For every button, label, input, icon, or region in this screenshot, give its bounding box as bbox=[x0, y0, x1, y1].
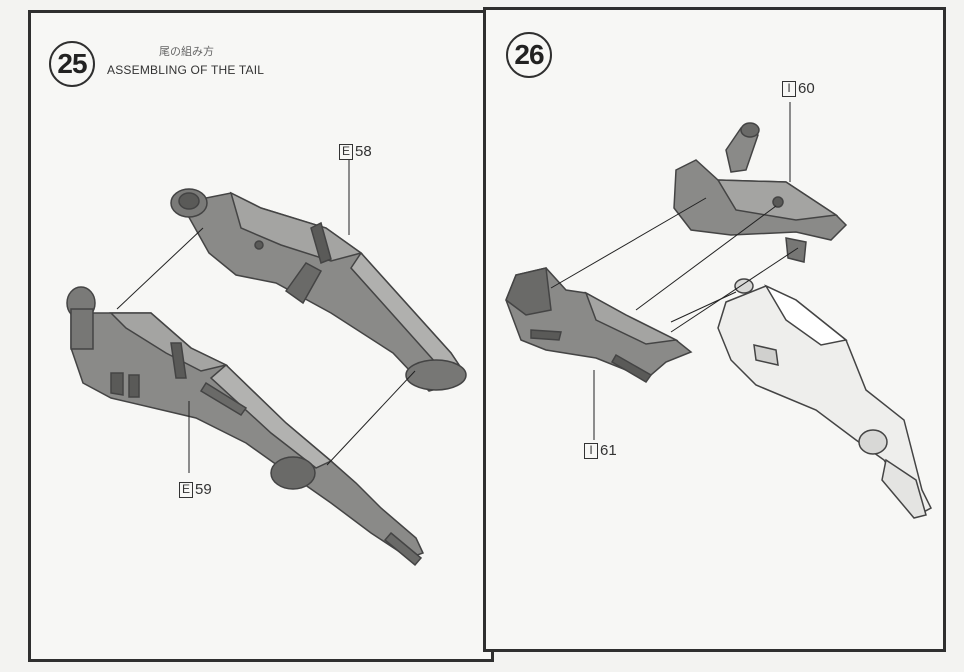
step-26-panel: 26 bbox=[483, 7, 946, 652]
tail-assembly-illustration bbox=[66, 159, 467, 567]
assembly-guide-lines bbox=[550, 102, 799, 440]
runner-letter: I bbox=[584, 442, 598, 459]
part-number: 59 bbox=[195, 481, 212, 498]
runner-letter: I bbox=[782, 80, 796, 97]
step-number-badge: 26 bbox=[506, 32, 552, 78]
step-25-panel: 25 尾の組み方 ASSEMBLING OF THE TAIL bbox=[28, 10, 494, 662]
runner-letter: E bbox=[339, 143, 353, 160]
assembled-tail-shape bbox=[717, 278, 932, 519]
part-i61-shape bbox=[505, 267, 693, 383]
part-number: 61 bbox=[600, 442, 617, 459]
part-label-e59: E 59 bbox=[179, 481, 212, 498]
step-number-badge: 25 bbox=[49, 41, 95, 87]
part-label-i61: I 61 bbox=[584, 442, 617, 459]
part-e58-shape bbox=[170, 188, 467, 392]
runner-letter: E bbox=[179, 481, 193, 498]
step-title-japanese: 尾の組み方 bbox=[159, 45, 214, 58]
assembly-guide-lines bbox=[116, 159, 416, 473]
part-number: 58 bbox=[355, 143, 372, 160]
tail-joint-illustration bbox=[505, 102, 932, 519]
step-title: ASSEMBLING OF THE TAIL bbox=[107, 63, 265, 77]
part-e59-shape bbox=[66, 286, 425, 567]
part-number: 60 bbox=[798, 80, 815, 97]
part-label-e58: E 58 bbox=[339, 143, 372, 160]
part-label-i60: I 60 bbox=[782, 80, 815, 97]
part-i60-shape bbox=[673, 122, 848, 263]
